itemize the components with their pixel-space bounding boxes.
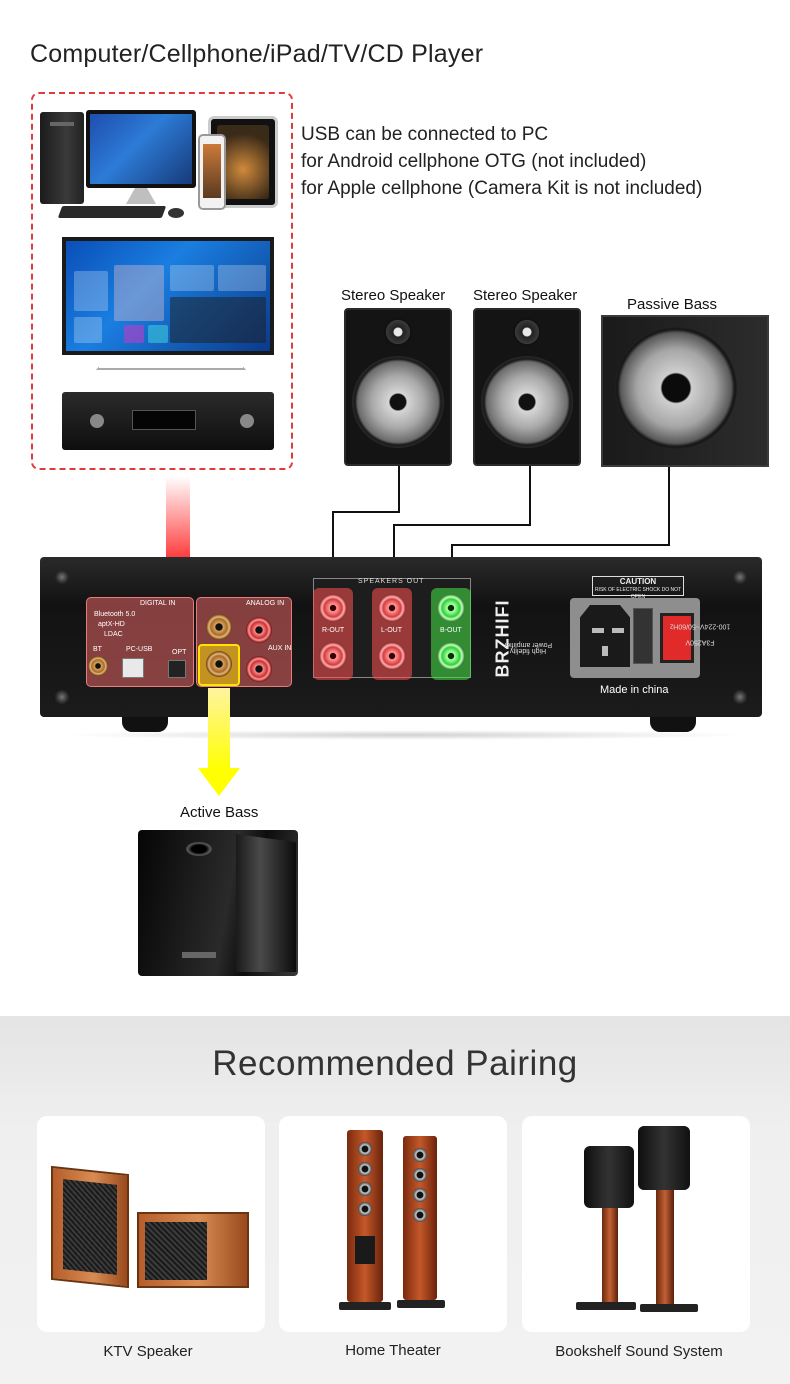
ktv-speaker-image (51, 1165, 129, 1289)
digital-in-label: DIGITAL IN (140, 600, 176, 607)
fuse-holder (633, 608, 653, 664)
b-out-terminal (437, 594, 465, 622)
r-out-terminal (319, 642, 347, 670)
mouse-image (168, 208, 184, 218)
keyboard-image (57, 206, 167, 218)
opt-label: OPT (172, 649, 187, 656)
usb-note-line: USB can be connected to PC (301, 124, 549, 145)
yellow-arrow-shaft (208, 688, 230, 770)
yellow-arrow-down-icon (198, 768, 240, 796)
home-theater-label: Home Theater (345, 1342, 441, 1359)
computer-tower-image (40, 112, 84, 204)
home-theater-card[interactable] (279, 1116, 507, 1332)
sources-title: Computer/Cellphone/iPad/TV/CD Player (30, 40, 484, 68)
stereo-speaker-left-label: Stereo Speaker (341, 287, 446, 304)
l-out-terminal (378, 594, 406, 622)
active-bass-rca (206, 651, 232, 677)
analog-in-right-rca (246, 656, 272, 682)
aptx-label: aptX-HD (98, 621, 125, 628)
power-switch[interactable] (660, 613, 694, 663)
wire (332, 511, 334, 591)
bookshelf-system-card[interactable] (522, 1116, 750, 1332)
optical-port (168, 660, 186, 678)
tv-image (62, 237, 274, 355)
wire (668, 467, 670, 545)
ktv-speaker-card[interactable] (37, 1116, 265, 1332)
made-in-label: Made in china (600, 684, 669, 696)
red-arrow-shaft (166, 476, 190, 572)
bookshelf-system-label: Bookshelf Sound System (555, 1343, 723, 1360)
monitor-stand (126, 188, 156, 204)
active-bass-knob (186, 842, 212, 856)
wire (393, 524, 531, 526)
ktv-speaker-image (137, 1212, 249, 1288)
bt-label: BT (93, 646, 102, 653)
aux-in-label: AUX IN (268, 645, 292, 652)
b-out-label: B-OUT (440, 627, 462, 634)
recommended-title: Recommended Pairing (212, 1044, 578, 1083)
cd-player-display (132, 410, 196, 430)
analog-in-label: ANALOG IN (246, 600, 285, 607)
screw-icon (55, 690, 69, 704)
screw-icon (733, 570, 747, 584)
r-out-terminal (319, 594, 347, 622)
wire (451, 544, 670, 546)
bt-antenna-port (88, 656, 108, 676)
b-out-terminal (437, 642, 465, 670)
wire (529, 466, 531, 525)
iec-power-inlet (580, 605, 630, 667)
cellphone-image (198, 134, 226, 210)
amp-foot (122, 716, 168, 732)
ldac-label: LDAC (104, 631, 123, 638)
l-out-terminal (378, 642, 406, 670)
sub-out-rca (206, 614, 232, 640)
active-bass-label: Active Bass (180, 804, 259, 821)
stereo-speaker-right-label: Stereo Speaker (473, 287, 578, 304)
pc-usb-label: PC-USB (126, 646, 153, 653)
stereo-speaker-right-image (473, 308, 581, 466)
wire (398, 466, 400, 512)
l-out-label: L-OUT (381, 627, 402, 634)
usb-notes: USB can be connected to PC for Android c… (301, 121, 702, 202)
source-devices-frame (31, 92, 293, 470)
bookshelf-speaker-image (584, 1146, 634, 1208)
stereo-speaker-left-image (344, 308, 452, 466)
floorstanding-speaker-image (403, 1136, 437, 1300)
amp-foot (650, 716, 696, 732)
bluetooth-label: Bluetooth 5.0 (94, 611, 136, 618)
screw-icon (55, 570, 69, 584)
speaker-stand (602, 1208, 618, 1304)
cd-player-knob (240, 414, 254, 428)
cd-player-knob (90, 414, 104, 428)
bookshelf-speaker-image (638, 1126, 690, 1190)
usb-note-line: for Apple cellphone (Camera Kit is not i… (301, 178, 703, 199)
speaker-stand (656, 1190, 674, 1306)
speakers-out-label: SPEAKERS OUT (358, 578, 425, 585)
floorstanding-speaker-image (347, 1130, 383, 1302)
analog-in-left-rca (246, 617, 272, 643)
screw-icon (733, 690, 747, 704)
r-out-label: R-OUT (322, 627, 345, 634)
ktv-speaker-label: KTV Speaker (103, 1343, 193, 1360)
passive-bass-image (601, 315, 769, 467)
usb-note-line: for Android cellphone OTG (not included) (301, 151, 647, 172)
passive-bass-label: Passive Bass (627, 296, 718, 313)
pc-usb-port (122, 658, 144, 678)
active-bass-logo (182, 952, 216, 958)
computer-monitor-image (86, 110, 196, 188)
tv-stand (96, 356, 246, 370)
wire (332, 511, 400, 513)
